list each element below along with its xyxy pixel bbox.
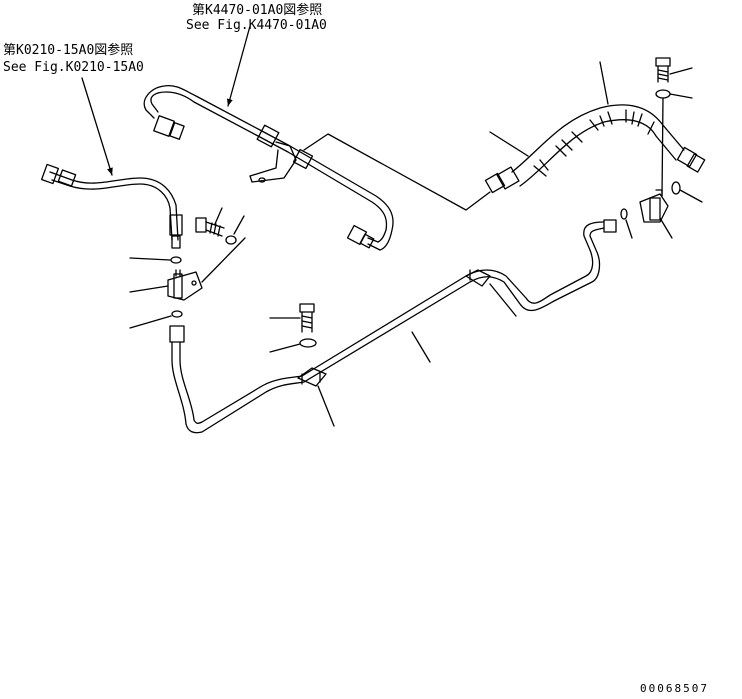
left-bolt	[196, 218, 224, 236]
leader-right-block	[660, 218, 672, 238]
lower-tube-clamp	[298, 368, 326, 386]
right-bolt-axis	[662, 98, 663, 196]
left-reference-jp: 第K0210-15A0図参照	[3, 43, 134, 58]
left-hose	[42, 164, 182, 248]
left-washer	[226, 236, 236, 244]
leader-right-o-ring-lower	[626, 220, 632, 238]
leader-right-o-ring-upper	[680, 190, 702, 202]
leader-left-bolt	[215, 208, 222, 224]
lower-o-ring	[172, 311, 182, 317]
leader-lower-clamp	[318, 386, 334, 426]
leader-right-clamp	[490, 284, 516, 316]
leader-hose-end	[490, 132, 528, 156]
right-tube-clamp	[466, 270, 490, 286]
right-wrapped-hose	[485, 105, 704, 193]
right-o-ring-upper	[672, 182, 680, 194]
top-reference-en: See Fig.K4470-01A0	[186, 18, 327, 33]
drawing-code: 00068507	[640, 682, 709, 695]
leader-upper-o-ring	[130, 258, 170, 260]
leader-lower-o-ring	[130, 316, 171, 328]
lower-clamp-bolt	[300, 304, 314, 332]
upper-steel-tube	[144, 86, 393, 250]
leader-lower-tube	[412, 332, 430, 362]
connection-line	[304, 134, 490, 210]
top-reference-jp: 第K4470-01A0図参照	[192, 3, 323, 18]
left-connector-block	[168, 270, 202, 300]
lower-clamp-washer	[300, 339, 316, 347]
right-connector-block	[640, 190, 668, 222]
right-bolt	[656, 58, 670, 82]
right-washer	[656, 90, 670, 98]
upper-tube-bracket	[250, 142, 296, 182]
leader-right-washer	[670, 94, 692, 98]
leader-left-washer	[234, 216, 244, 234]
lower-steel-tube	[170, 220, 616, 433]
left-reference-leader	[82, 78, 113, 175]
leader-hose-top	[600, 62, 608, 104]
leader-connector-block	[130, 286, 168, 292]
leader-block-bolt	[202, 238, 245, 282]
top-reference-leader	[226, 26, 250, 106]
leader-lower-washer	[270, 344, 300, 352]
left-reference-en: See Fig.K0210-15A0	[3, 60, 144, 75]
upper-o-ring	[171, 257, 181, 263]
leader-right-bolt	[670, 68, 692, 74]
right-o-ring-lower	[621, 209, 627, 219]
